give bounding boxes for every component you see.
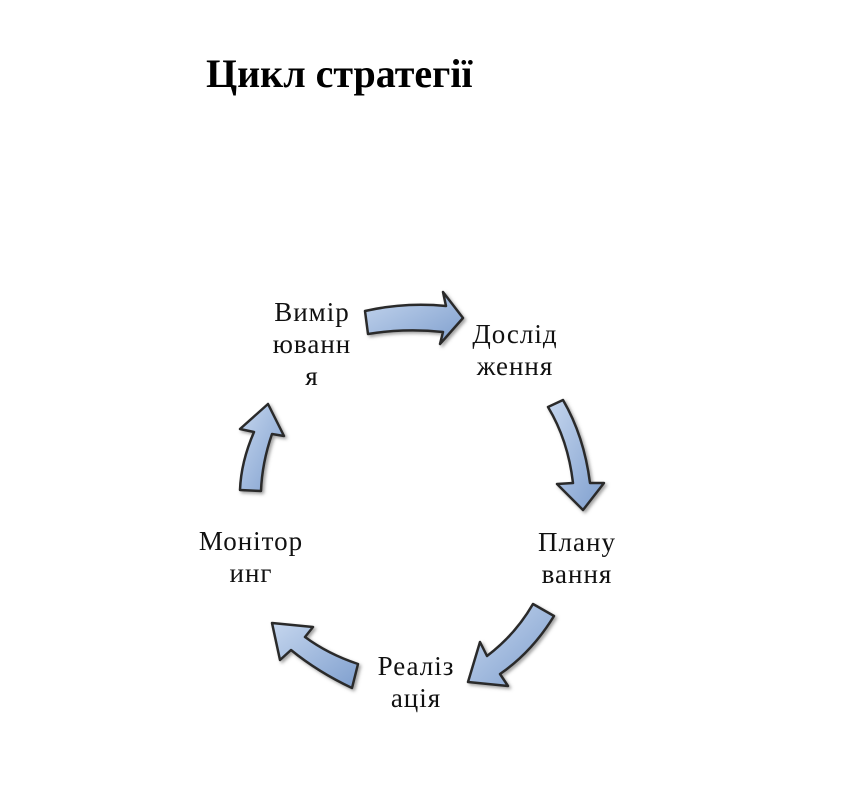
arrow-measurement-to-research xyxy=(363,290,465,346)
stage-label-line: юванн xyxy=(272,329,352,359)
stage-label-monitoring: Монітор инг xyxy=(186,525,316,589)
stage-label-line: Вимір xyxy=(274,297,350,327)
stage-label-line: Дослід xyxy=(472,319,558,349)
arrow-planning-to-implementation xyxy=(466,602,556,688)
stage-label-planning: Плану вання xyxy=(522,526,632,590)
arrow-research-to-planning xyxy=(546,398,606,512)
stage-label-line: инг xyxy=(229,558,273,588)
stage-label-line: ація xyxy=(390,683,442,713)
stage-label-line: я xyxy=(305,361,319,391)
stage-label-measurement: Вимір юванн я xyxy=(252,296,372,392)
stage-label-line: Реаліз xyxy=(377,651,455,681)
stage-label-implementation: Реаліз ація xyxy=(356,650,476,714)
stage-label-research: Дослід ження xyxy=(460,318,570,382)
stage-label-line: вання xyxy=(541,559,613,589)
arrow-monitoring-to-measurement xyxy=(238,402,286,493)
arrow-implementation-to-monitoring xyxy=(270,621,360,690)
stage-label-line: Плану xyxy=(538,527,616,557)
page-title: Цикл стратегії xyxy=(206,51,473,96)
stage-label-line: ження xyxy=(476,351,554,381)
stage-label-line: Монітор xyxy=(198,526,304,556)
